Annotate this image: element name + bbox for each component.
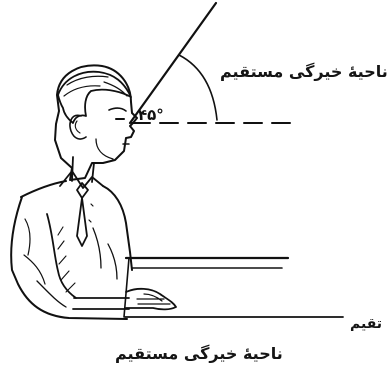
ear-detail <box>74 120 81 134</box>
finger-lines <box>136 293 171 305</box>
bottom-direct-glare-label: ناحیهٔ خیرگی مستقیم <box>115 344 283 363</box>
arm-lower <box>72 297 130 310</box>
head-outline <box>54 64 138 181</box>
desk-left-edge <box>123 257 130 318</box>
eyebrow <box>108 107 127 112</box>
necktie <box>76 182 89 247</box>
shirt-back-shading <box>23 218 46 285</box>
angle-arc <box>178 54 218 121</box>
ear-outline <box>69 114 87 140</box>
neck-outline <box>71 156 95 183</box>
hair-outline <box>57 70 132 124</box>
shirt-buttons <box>88 203 94 223</box>
top-direct-glare-label: ناحیهٔ خیرگی مستقیم <box>220 62 388 81</box>
shirt-wrinkles <box>36 227 118 308</box>
right-clipped-label: تقیم <box>350 317 383 331</box>
jaw-line <box>95 138 114 160</box>
hand-outline <box>125 287 177 311</box>
torso-outline <box>10 180 133 320</box>
arm-upper <box>46 213 77 299</box>
angle-label: ۴۵° <box>138 106 164 124</box>
upward-sight-line <box>128 1 218 125</box>
shirt-collar <box>59 170 104 189</box>
arm-shading <box>57 226 76 293</box>
hair-detail <box>63 75 128 97</box>
